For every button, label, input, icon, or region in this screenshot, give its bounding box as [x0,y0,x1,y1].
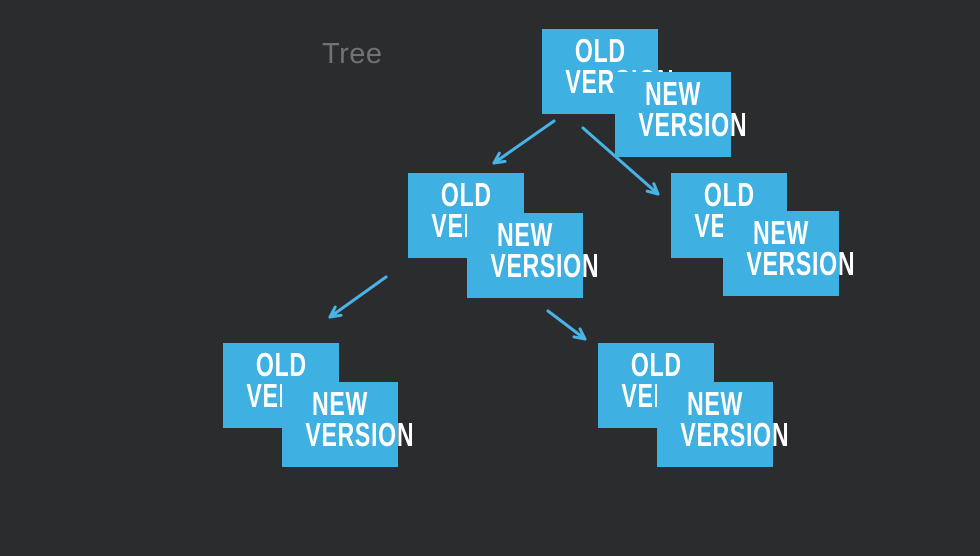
card-label-line: NEW [645,75,701,112]
card-label-line: NEW [753,214,809,251]
tree-edge-arrow [546,309,587,341]
card-label-line: VERSION [638,106,748,143]
card-label-line: VERSION [305,416,415,453]
diagram-title: Tree [322,38,383,70]
tree-edge-arrow [492,119,556,165]
card-label-line: NEW [312,385,368,422]
card-label-line: VERSION [746,245,856,282]
tree-edge-arrow [328,275,388,319]
card-label-line: VERSION [680,416,790,453]
card-label-line: OLD [440,176,492,213]
card-label-line: OLD [703,176,755,213]
card-label-line: NEW [497,216,553,253]
card-label-line: VERSION [490,247,600,284]
card-label-line: OLD [630,346,682,383]
card-label-line: OLD [574,32,626,69]
card-label-line: NEW [687,385,743,422]
card-label-line: OLD [255,346,307,383]
